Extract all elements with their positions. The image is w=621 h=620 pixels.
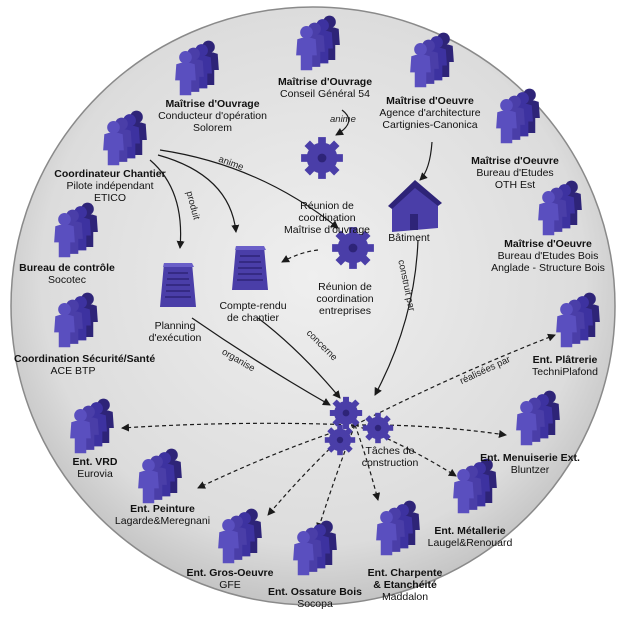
edge-concerne [257,317,341,399]
gear-icon-reunion-mo [301,137,343,179]
gears-cluster-icon-1 [329,396,363,430]
gears-cluster-icon-3 [324,424,356,456]
edge-moe-batiment [419,141,433,181]
gears-cluster-icon-2 [362,412,394,444]
edge-organise [191,317,331,406]
label-menuiserie: Ent. Menuiserie Ext.Bluntzer [480,452,580,476]
edge-reunion-compte-rendu [281,249,319,263]
edge-construit-par [374,239,419,396]
edge-realisees-vrd [121,422,356,432]
edge-produit-compte-rendu [157,154,240,233]
edge-label-anime-mo: anime [330,114,356,125]
edge-anime-ent [159,149,339,229]
house-icon [388,180,442,232]
edge-realisees-metallerie [354,424,457,477]
edge-realisees-peinture [197,424,356,489]
document-icon-planning [159,262,197,308]
edge-produit-planning [149,159,185,249]
edge-realisees-ossature [316,424,356,531]
edge-anime-mo [335,109,350,136]
document-icon-compte-rendu [231,245,269,291]
label-batiment: Bâtiment [388,232,430,244]
edge-realisees-charpente [354,424,381,501]
